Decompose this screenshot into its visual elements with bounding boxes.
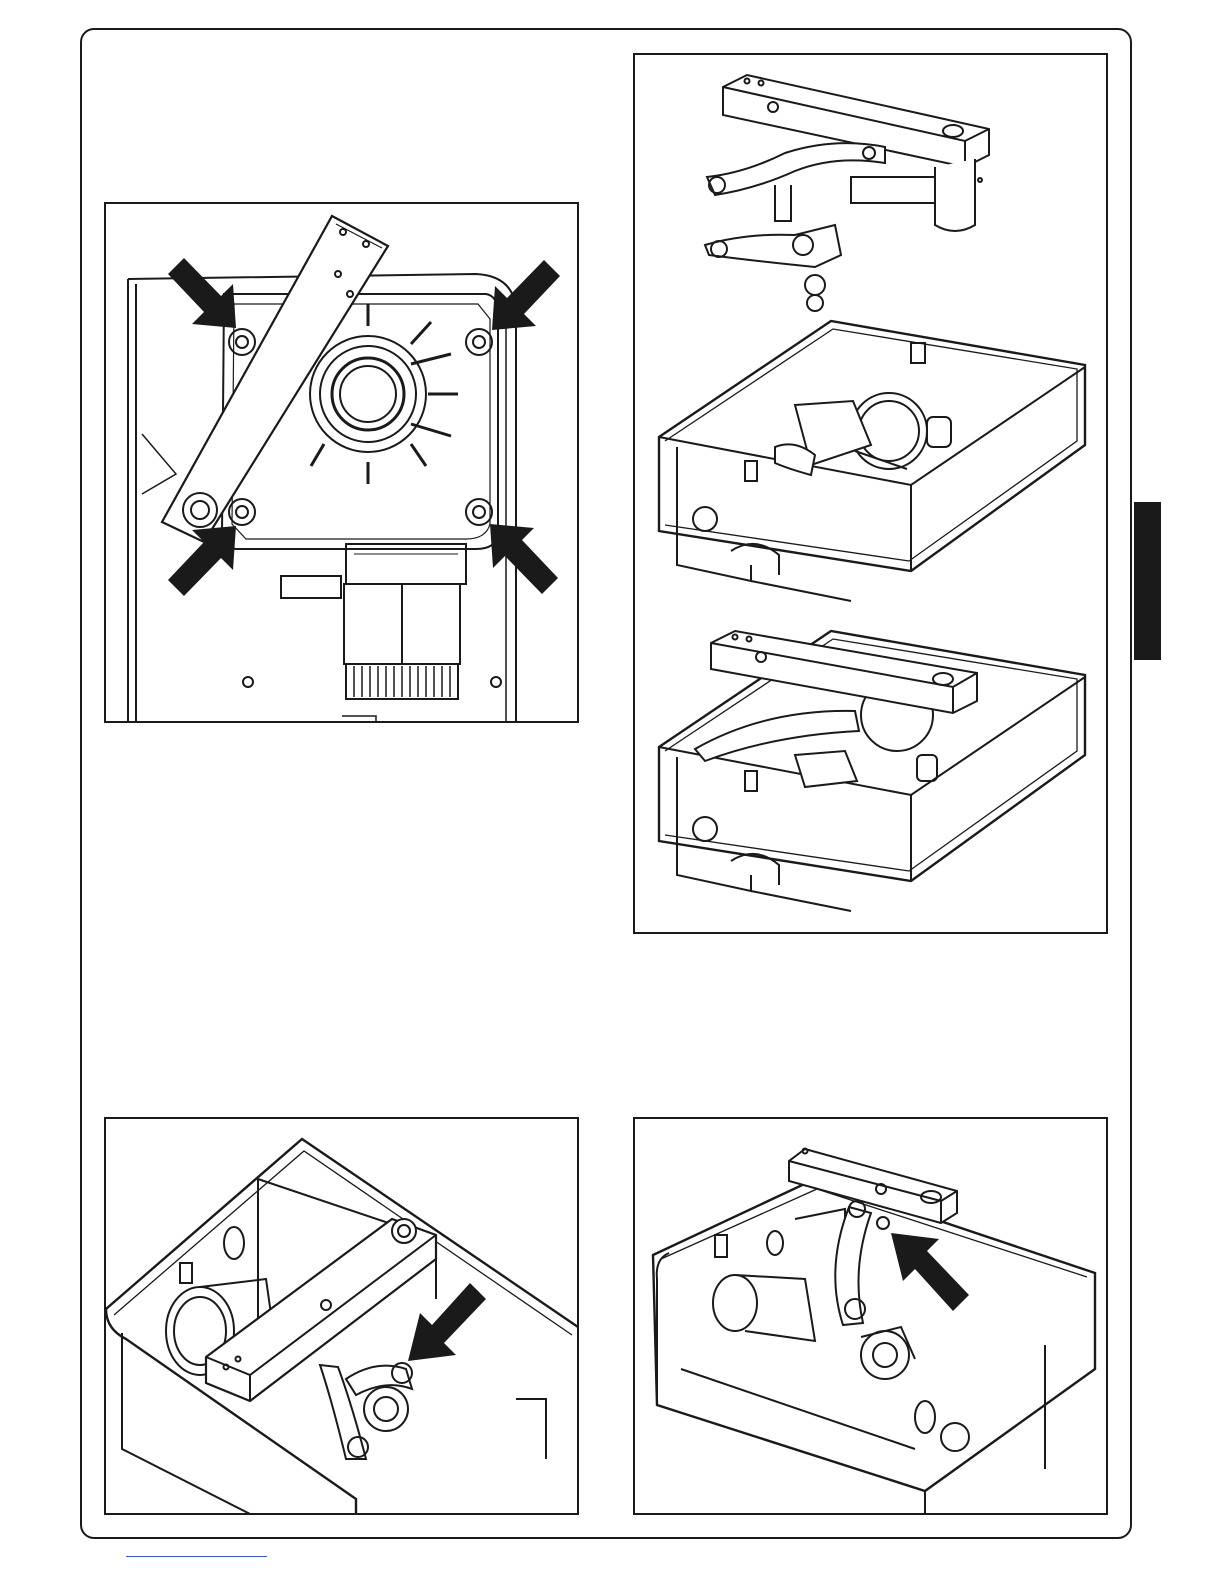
figure-top-left: [104, 202, 579, 723]
figure-top-right: [633, 53, 1108, 934]
lever-assembly-illustration: [635, 55, 1108, 934]
lever-screw-illustration: [106, 1119, 579, 1515]
gearmotor-top-view-illustration: [106, 204, 579, 723]
footer-link-underline: [126, 1556, 267, 1557]
figure-bottom-left: [104, 1117, 579, 1515]
figure-bottom-right: [633, 1117, 1108, 1515]
section-tab-marker: [1134, 502, 1161, 660]
arm-bolt-illustration: [635, 1119, 1108, 1515]
